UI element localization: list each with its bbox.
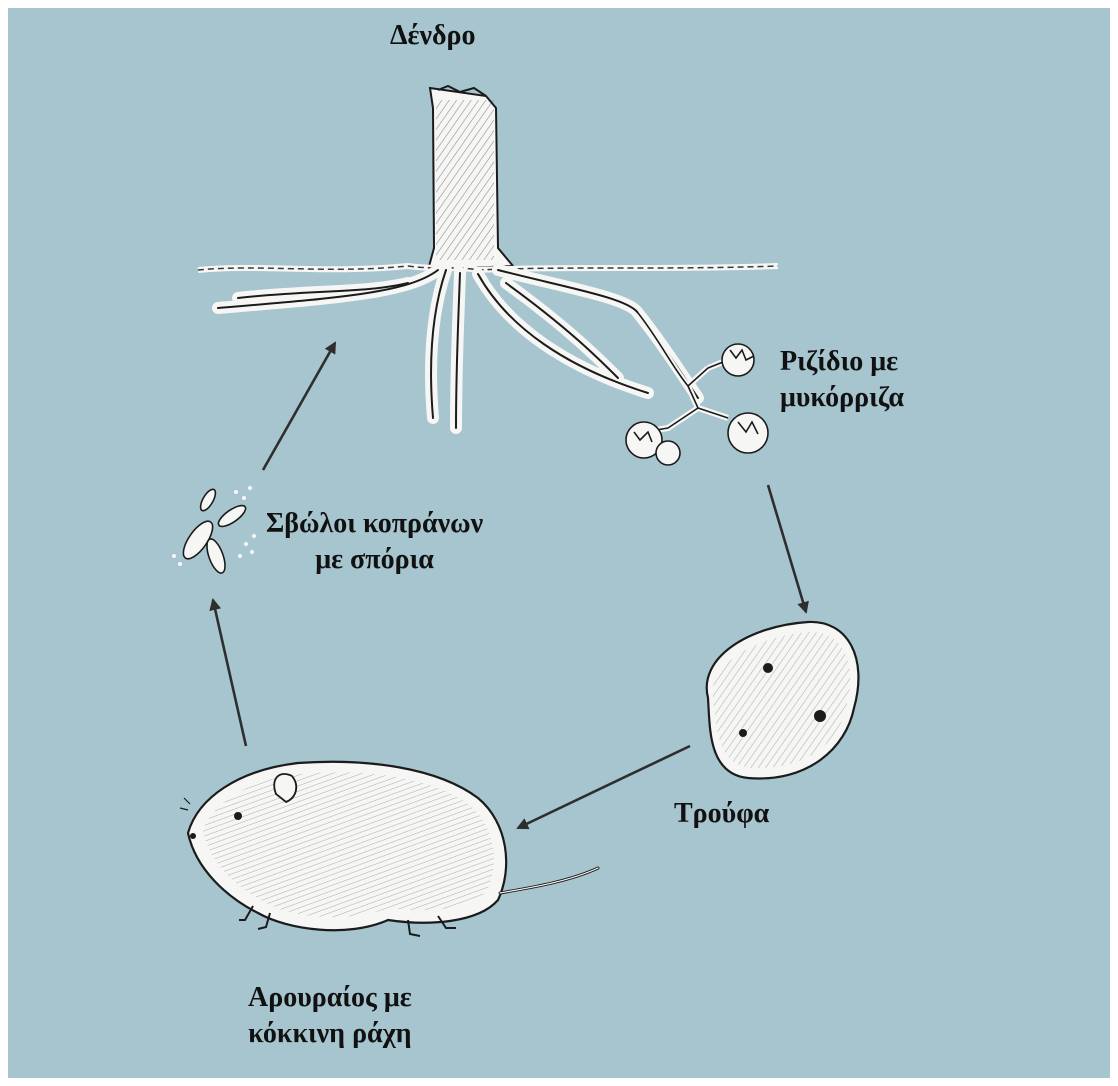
rootlet-label: Ριζίδιο με μυκόρριζα [780, 344, 904, 416]
fecal-pellets-icon [172, 486, 256, 575]
pellets-label: Σβώλοι κοπράνων με σπόρια [266, 506, 483, 578]
arrow-truffle-to-vole [518, 746, 690, 828]
arrow-pellets-to-tree [263, 343, 335, 470]
tree-trunk-icon [428, 86, 513, 270]
vole-label: Αρουραίος με κόκκινη ράχη [248, 980, 412, 1052]
vole-label-line1: Αρουραίος με [248, 980, 412, 1016]
truffle-label: Τρούφα [674, 796, 769, 832]
vole-icon [180, 762, 598, 936]
diagram-frame: Δένδρο Ριζίδιο με μυκόρριζα Σβώλοι κοπρά… [8, 8, 1110, 1078]
arrow-rootlet-to-truffle [768, 485, 806, 612]
pellets-label-line1: Σβώλοι κοπράνων [266, 506, 483, 542]
tree-label-text: Δένδρο [390, 18, 476, 54]
cycle-illustration [8, 8, 1110, 1078]
tree-label: Δένδρο [390, 18, 476, 54]
root-system-icon [218, 270, 698, 428]
arrow-vole-to-pellets [213, 600, 246, 746]
rootlet-label-line1: Ριζίδιο με [780, 344, 904, 380]
vole-label-line2: κόκκινη ράχη [248, 1016, 412, 1052]
truffle-icon [707, 622, 859, 779]
truffle-label-text: Τρούφα [674, 796, 769, 832]
pellets-label-line2: με σπόρια [266, 542, 483, 578]
rootlet-label-line2: μυκόρριζα [780, 380, 904, 416]
